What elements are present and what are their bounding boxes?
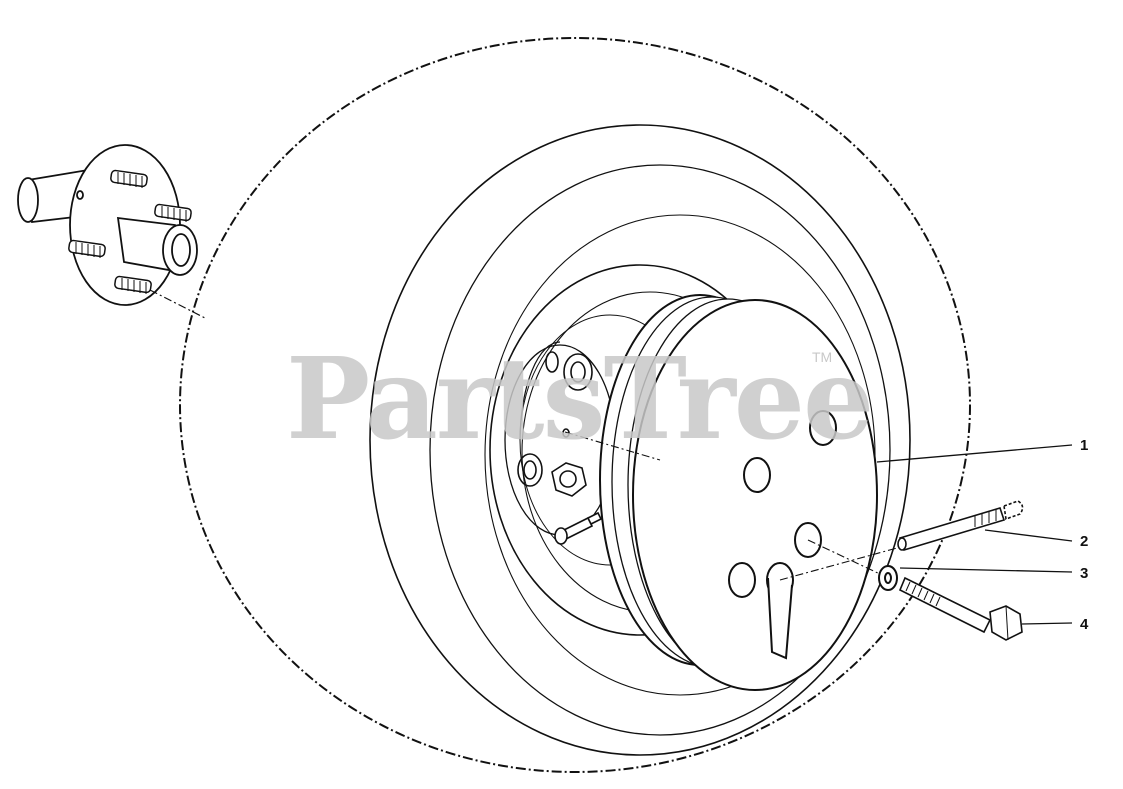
hub-studs xyxy=(68,169,192,294)
wheel-weight xyxy=(599,294,878,691)
rim-lug-hole xyxy=(523,460,537,480)
callout-4: 4 xyxy=(1080,616,1089,633)
assembly-lines xyxy=(564,431,909,581)
leader-line-4 xyxy=(1021,622,1073,625)
tire-sidewall-ring xyxy=(429,164,891,736)
wheel-hub xyxy=(17,144,198,306)
hex-bolt xyxy=(898,576,1023,641)
hub-stud xyxy=(110,169,148,188)
watermark: PartsTree TM xyxy=(286,334,874,465)
hub-stud xyxy=(114,275,152,294)
hub-shaft-end xyxy=(17,177,39,223)
watermark-text: PartsTree xyxy=(286,334,872,465)
lock-washer xyxy=(878,565,898,591)
hub-center-line xyxy=(149,289,206,319)
rim-lug-hole xyxy=(563,353,593,391)
weight-front-face xyxy=(632,299,878,691)
hub-stud xyxy=(68,239,106,258)
rim-hub-bore xyxy=(519,341,561,441)
watermark-trademark: TM xyxy=(812,349,832,365)
rim-lug-hole xyxy=(570,361,586,383)
callout-3: 3 xyxy=(1080,565,1088,582)
leader-lines xyxy=(876,444,1073,625)
rim-lug-hole xyxy=(545,351,559,373)
leader-line-2 xyxy=(984,529,1073,542)
pin-tip-cap xyxy=(1003,500,1024,521)
callout-1: 1 xyxy=(1080,437,1088,454)
weight-bolt-hole xyxy=(809,410,837,446)
rim-lug-hole xyxy=(517,453,543,487)
pin xyxy=(897,500,1024,551)
leader-line-3 xyxy=(899,567,1073,573)
leader-line-1 xyxy=(876,444,1073,463)
weight-bolt-hole xyxy=(728,562,756,598)
callout-labels: 1 2 3 4 xyxy=(1080,437,1089,633)
lug-nut xyxy=(551,462,587,497)
weight-bolt-hole xyxy=(743,457,771,493)
hub-stud xyxy=(154,203,192,222)
hub-flange-hole xyxy=(76,190,84,200)
weight-slot xyxy=(767,577,793,660)
callout-2: 2 xyxy=(1080,533,1088,550)
hub-spindle-bore xyxy=(171,233,191,267)
valve-stem xyxy=(554,511,603,545)
